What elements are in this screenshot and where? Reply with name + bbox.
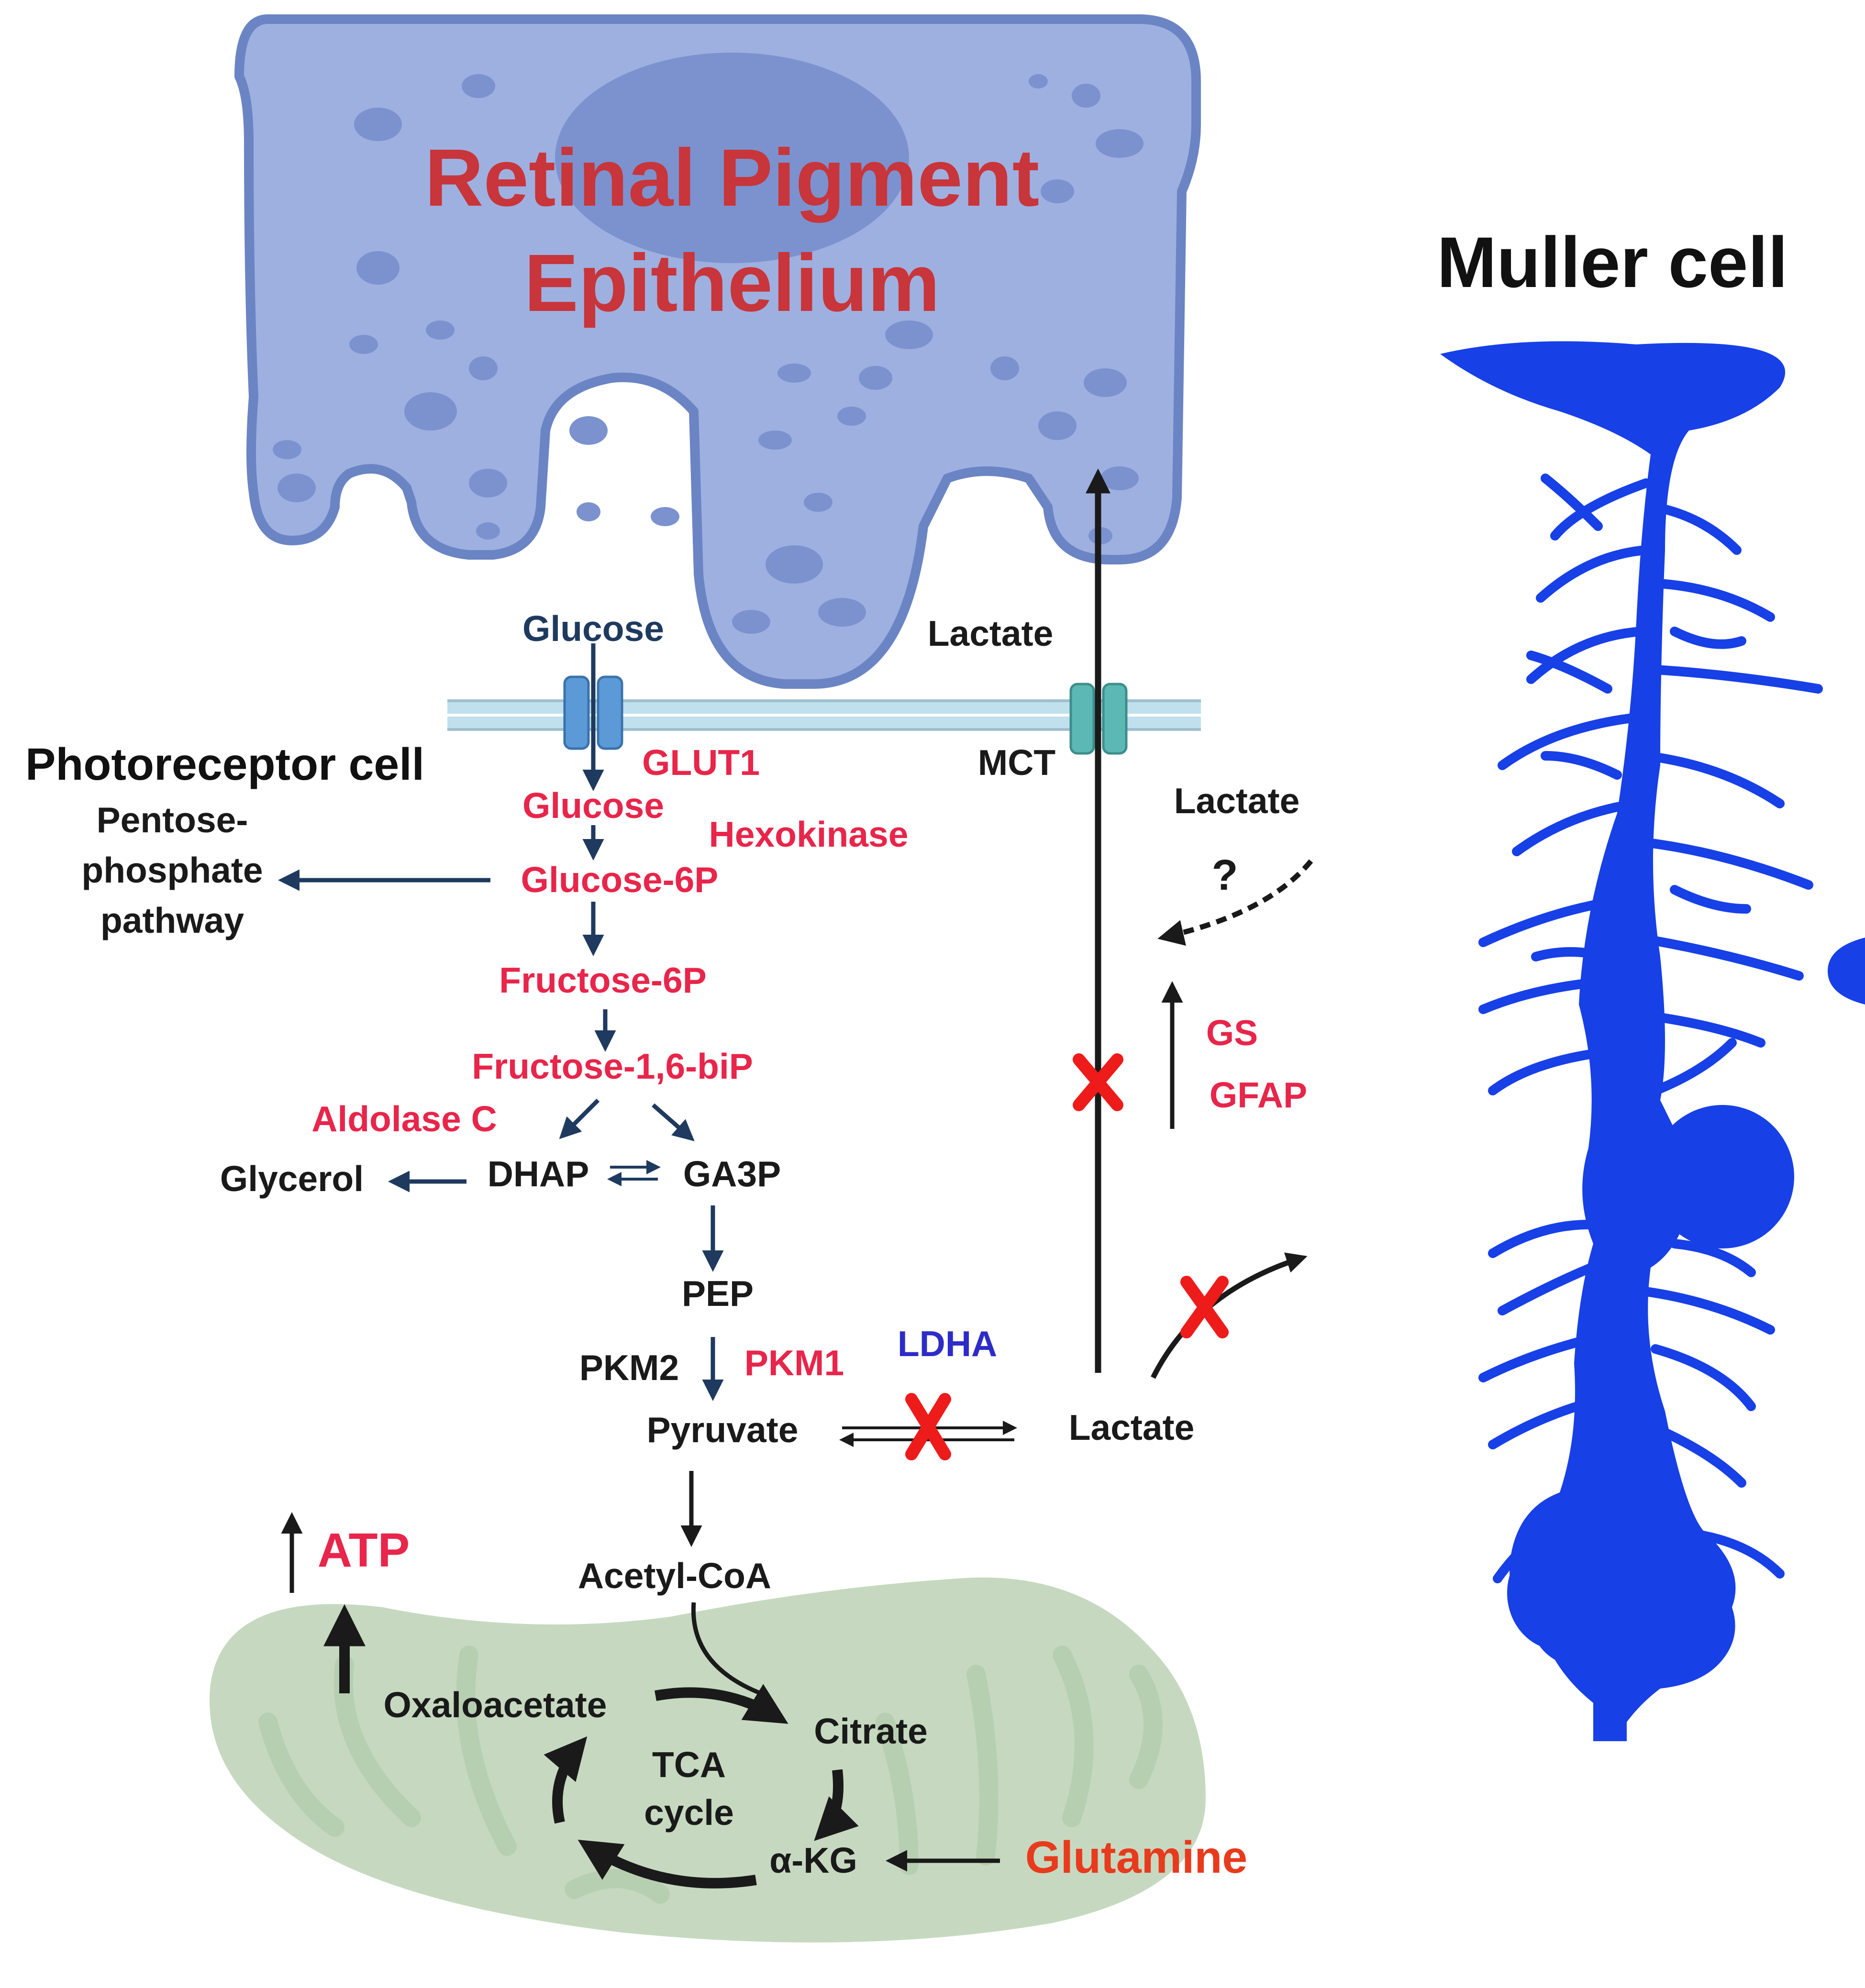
lactate-outside-label: Lactate: [928, 613, 1054, 653]
mitochondrion: [210, 1577, 1206, 1943]
tca-label-line1: TCA: [652, 1745, 726, 1785]
muller-end-blob: [1507, 1535, 1612, 1650]
glutamine-label: Glutamine: [1025, 1832, 1248, 1883]
aldolase-c-label: Aldolase C: [311, 1099, 497, 1139]
glucose-inside-label: Glucose: [522, 785, 664, 826]
alpha-kg-label: α-KG: [769, 1840, 857, 1880]
ldha-label: LDHA: [898, 1324, 997, 1364]
mct-label: MCT: [978, 742, 1055, 783]
tca-label-line2: cycle: [644, 1792, 734, 1833]
arrow-oxaloacetate-citrate: [655, 1684, 788, 1724]
arrow-to-dhap: [559, 1098, 600, 1139]
mct-transporter-icon: [1069, 683, 1128, 755]
muller-cell-body: [1440, 341, 1786, 1742]
fructose16bip-label: Fructose-1,6-biP: [472, 1046, 753, 1086]
acetyl-coa-label: Acetyl-CoA: [578, 1556, 771, 1596]
rpe-nucleus: [555, 53, 909, 263]
red-x-icon: [1073, 1053, 1123, 1111]
hexokinase-label: Hexokinase: [709, 814, 909, 854]
atp-label: ATP: [318, 1524, 410, 1577]
rpe-cell-body: [234, 14, 1201, 689]
dhap-label: DHAP: [488, 1154, 589, 1194]
pep-label: PEP: [682, 1273, 754, 1314]
fructose6p-label: Fructose-6P: [499, 960, 706, 1000]
glut1-label: GLUT1: [642, 742, 760, 783]
photoreceptor-title: Photoreceptor cell: [25, 739, 424, 790]
arrow-lactate-out-curve: [1151, 1252, 1308, 1379]
red-x-icon: [1180, 1276, 1229, 1338]
arrow-citrate-akg: [814, 1769, 859, 1841]
citrate-label: Citrate: [814, 1711, 928, 1751]
ppp-label-line3: pathway: [100, 900, 244, 940]
metabolic-arrows: [281, 468, 1313, 1889]
mitochondrion-cristae: [258, 1646, 1163, 1904]
rpe-title-line2: Epithelium: [524, 238, 940, 329]
rpe-granules: [273, 74, 1143, 634]
glucose6p-label: Glucose-6P: [521, 860, 719, 900]
glycerol-label: Glycerol: [220, 1159, 364, 1199]
rpe-cell: Retinal Pigment Epithelium: [234, 14, 1201, 689]
muller-cell-branches: [1478, 474, 1823, 1583]
muller-cell: [1440, 341, 1865, 1742]
arrow-to-ga3p: [652, 1103, 695, 1141]
arrow-tca-return: [544, 1736, 588, 1824]
gfap-label: GFAP: [1210, 1075, 1307, 1115]
rpe-title-line1: Retinal Pigment: [425, 133, 1040, 223]
arrow-akg-oxaloacetate: [577, 1840, 757, 1889]
lactate-muller-label: Lactate: [1174, 781, 1300, 821]
red-x-icon: [905, 1393, 951, 1460]
muller-cell-title: Muller cell: [1437, 222, 1788, 302]
muller-soma: [1651, 1105, 1794, 1248]
pkm2-label: PKM2: [579, 1347, 679, 1388]
pyruvate-label: Pyruvate: [647, 1410, 799, 1450]
glucose-outside-label: Glucose: [522, 608, 664, 649]
ppp-label-line2: phosphate: [81, 850, 263, 890]
oxaloacetate-label: Oxaloacetate: [384, 1685, 607, 1725]
gs-label: GS: [1206, 1013, 1258, 1053]
arrow-lactate-muller-dashed: [1157, 859, 1313, 946]
ga3p-label: GA3P: [683, 1154, 781, 1194]
glut1-transporter-icon: [563, 675, 623, 750]
lactate-inside-label: Lactate: [1069, 1407, 1195, 1447]
ppp-label-line1: Pentose-: [97, 800, 248, 840]
question-mark: ?: [1212, 851, 1238, 899]
pkm1-label: PKM1: [744, 1343, 844, 1383]
muller-side-bulge: [1828, 938, 1865, 1005]
glycolysis-arrows: [278, 643, 724, 1401]
